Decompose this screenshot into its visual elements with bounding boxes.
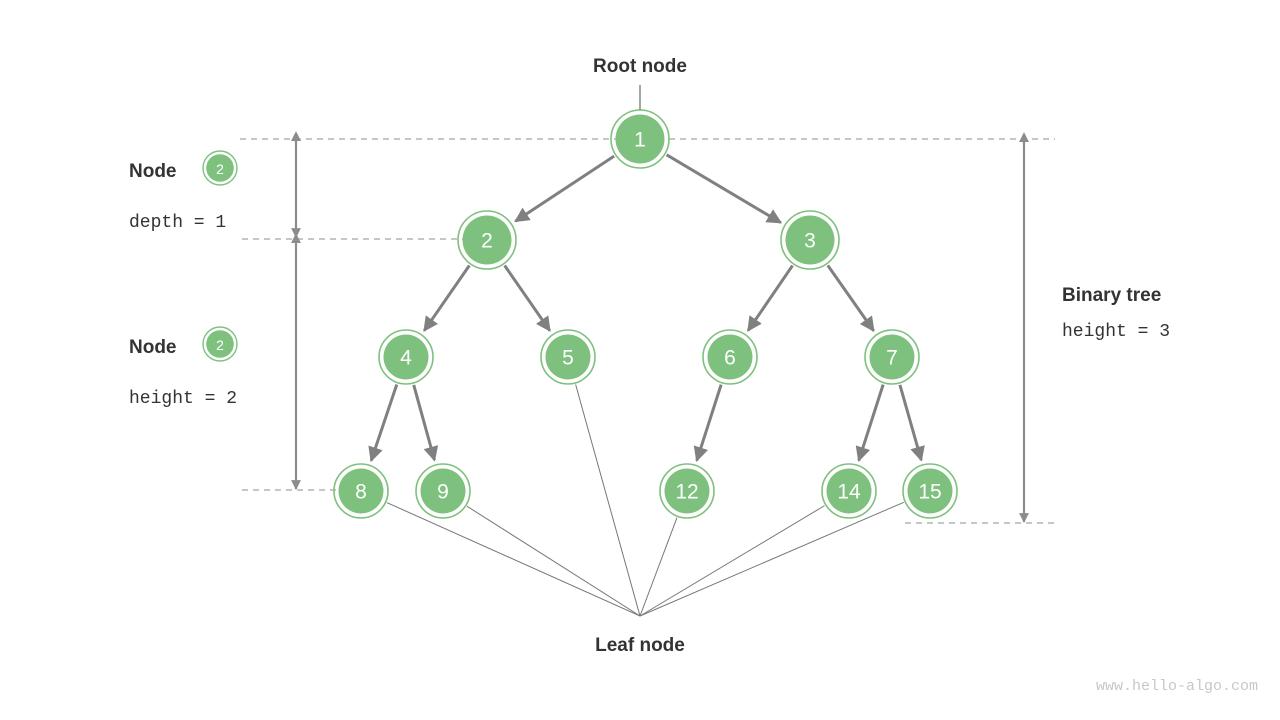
tree-node-7[interactable]: 7 <box>864 329 920 385</box>
node-value: 8 <box>355 481 367 504</box>
tree-node-12[interactable]: 12 <box>659 463 715 519</box>
node-outer-ring <box>902 463 958 519</box>
legend-badge-ring <box>202 326 238 362</box>
node-value: 15 <box>918 481 941 504</box>
tree-edge <box>693 384 723 462</box>
node-value: 14 <box>837 481 861 504</box>
legend-badge-value: 2 <box>216 161 224 177</box>
leaf-pointer-line <box>639 505 825 617</box>
node-value: 5 <box>562 347 574 370</box>
node-body <box>545 334 591 380</box>
tree-edge <box>746 264 794 332</box>
leaf-pointer-line <box>575 384 641 617</box>
node-outer-ring <box>457 210 517 270</box>
node-value: 9 <box>437 481 449 504</box>
tree-node-8[interactable]: 8 <box>333 463 389 519</box>
leaf-pointer-line <box>639 501 905 617</box>
legend-badge-body <box>206 154 234 182</box>
node-outer-ring <box>864 329 920 385</box>
node-body <box>462 215 512 265</box>
node-outer-ring <box>415 463 471 519</box>
node-value: 2 <box>481 230 493 253</box>
binary-tree-title: Binary tree <box>1062 285 1161 306</box>
tree-edge <box>898 384 925 462</box>
leaf-pointer-lines <box>386 384 905 617</box>
binary-tree-height-text: height = 3 <box>1062 322 1170 342</box>
watermark: www.hello-algo.com <box>1096 678 1258 695</box>
leaf-pointer-line <box>639 517 678 617</box>
tree-edge <box>826 264 875 333</box>
tree-node-15[interactable]: 15 <box>902 463 958 519</box>
node-body <box>907 468 953 514</box>
legend-detail: height = 2 <box>129 389 237 409</box>
leaf-pointer-line <box>386 502 641 617</box>
leaf-pointer-line <box>466 505 641 617</box>
node-body <box>383 334 429 380</box>
node-value: 4 <box>400 347 412 370</box>
root-node-label: Root node <box>593 56 687 77</box>
node-outer-ring <box>540 329 596 385</box>
node-body <box>826 468 872 514</box>
legend-title: Node <box>129 161 177 182</box>
node-outer-ring <box>378 329 434 385</box>
node-outer-ring <box>333 463 389 519</box>
measure-arrows <box>291 131 1029 523</box>
node-value: 1 <box>634 129 646 152</box>
leaf-node-label: Leaf node <box>595 635 685 656</box>
tree-node-14[interactable]: 14 <box>821 463 877 519</box>
dashed-guide-lines <box>240 138 1055 524</box>
node-body <box>338 468 384 514</box>
right-legend-group: Binary tree height = 3 <box>1062 285 1170 342</box>
tree-edge <box>503 264 552 332</box>
tree-edge <box>368 384 399 463</box>
left-legend-block-0: Node 2 depth = 1 <box>129 150 238 233</box>
node-value: 3 <box>804 230 816 253</box>
node-body <box>707 334 753 380</box>
left-legend-group: Node 2 depth = 1 Node 2 height = 2 <box>129 150 238 409</box>
legend-badge-body <box>206 330 234 358</box>
tree-edges <box>368 153 925 463</box>
tree-edge <box>855 384 885 462</box>
tree-node-9[interactable]: 9 <box>415 463 471 519</box>
node-outer-ring <box>821 463 877 519</box>
node-outer-ring <box>702 329 758 385</box>
tree-node-1[interactable]: 1 <box>610 109 670 169</box>
node-body <box>420 468 466 514</box>
tree-node-4[interactable]: 4 <box>378 329 434 385</box>
root-node-annotation: Root node <box>593 56 687 110</box>
legend-title: Node <box>129 337 177 358</box>
tree-edge <box>412 384 439 462</box>
node-outer-ring <box>659 463 715 519</box>
tree-node-3[interactable]: 3 <box>780 210 840 270</box>
node-value: 7 <box>886 347 898 370</box>
tree-node-6[interactable]: 6 <box>702 329 758 385</box>
legend-detail: depth = 1 <box>129 213 226 233</box>
node-body <box>664 468 710 514</box>
tree-node-5[interactable]: 5 <box>540 329 596 385</box>
node-value: 6 <box>724 347 736 370</box>
node-value: 12 <box>675 481 698 504</box>
node-body <box>615 114 665 164</box>
left-legend-block-1: Node 2 height = 2 <box>129 326 238 409</box>
node-body <box>785 215 835 265</box>
legend-badge-ring <box>202 150 238 186</box>
node-outer-ring <box>780 210 840 270</box>
tree-edge <box>514 154 615 223</box>
node-body <box>869 334 915 380</box>
legend-badge-value: 2 <box>216 337 224 353</box>
tree-node-2[interactable]: 2 <box>457 210 517 270</box>
tree-edge <box>665 153 783 224</box>
tree-edge <box>422 264 471 332</box>
